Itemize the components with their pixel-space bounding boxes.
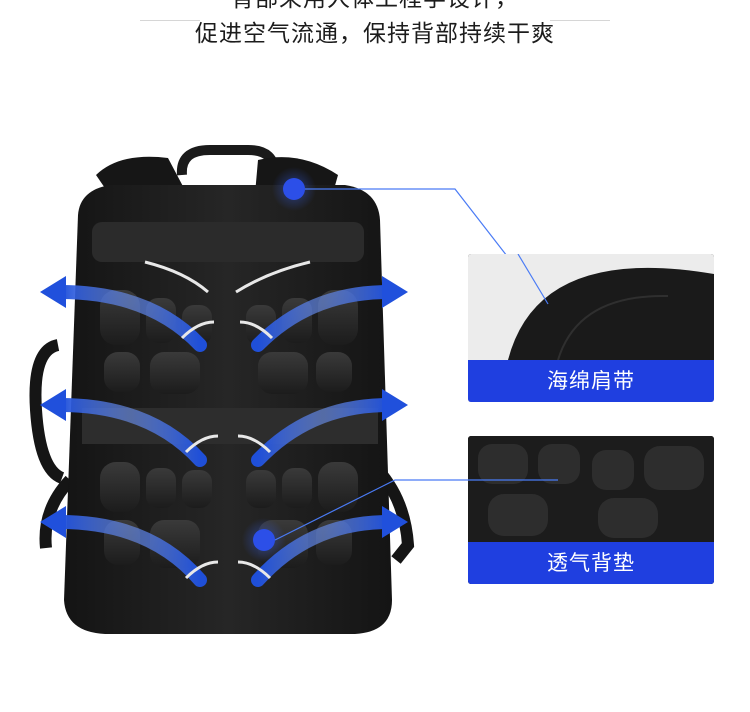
side-handle (29, 339, 65, 484)
callout-label: 透气背垫 (468, 542, 714, 584)
air-vent-arrows (144, 260, 311, 580)
pad-marker-dot (253, 529, 275, 551)
top-rule-right (550, 20, 610, 21)
strap-marker-dot (283, 178, 305, 200)
callout-sponge-strap: 海绵肩带 (468, 254, 714, 402)
top-rule-left (140, 20, 200, 21)
lower-back-pads (100, 462, 358, 568)
callout-breathable-pad: 透气背垫 (468, 436, 714, 584)
top-panel (92, 222, 364, 262)
headline-line-1: 背部采用人体工程学设计， (0, 0, 750, 14)
headline-line-2: 促进空气流通，保持背部持续干爽 (195, 21, 555, 47)
side-strap-left (39, 475, 75, 549)
callout-label: 海绵肩带 (468, 360, 714, 402)
airflow-arrowheads (40, 276, 408, 538)
